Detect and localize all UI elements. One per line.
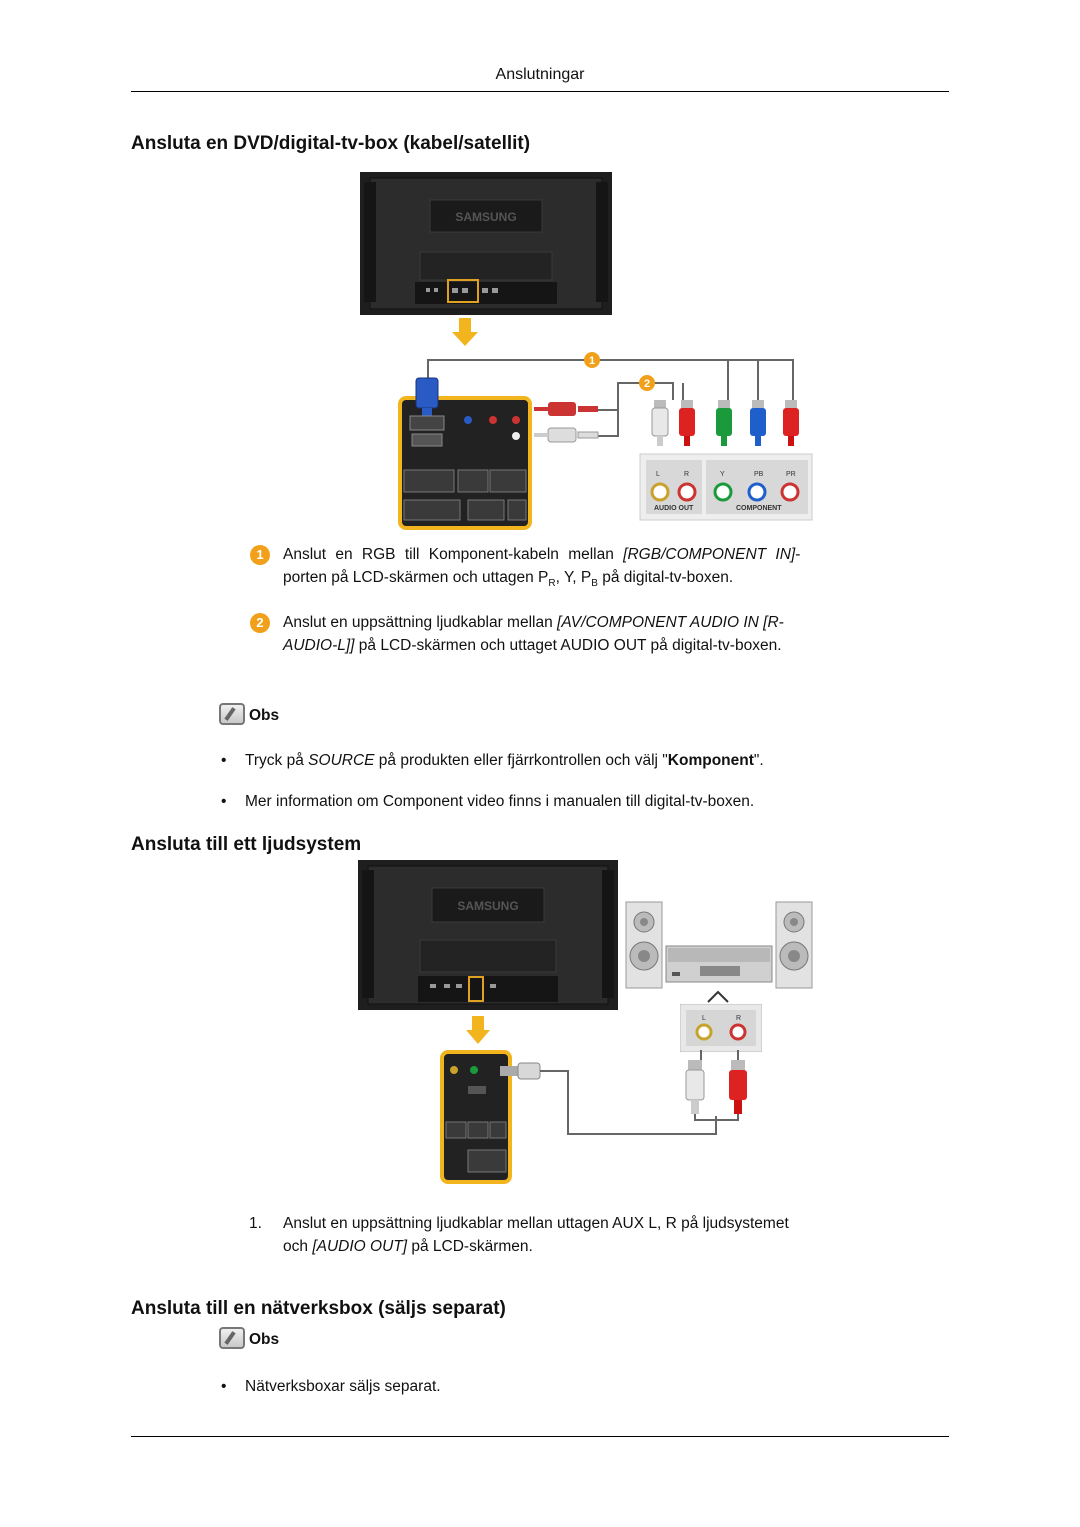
jack-label-r: R	[684, 471, 689, 478]
marker-1: 1	[589, 355, 595, 367]
down-arrow-icon	[452, 318, 478, 346]
jack-label-pb: PB	[754, 471, 764, 478]
aux-jack-panel: L R	[680, 1004, 762, 1052]
down-arrow-icon-2	[466, 1016, 490, 1044]
note-obs-1: Obs	[219, 703, 279, 725]
audio-system-figure	[625, 901, 813, 989]
aux-label-l: L	[702, 1015, 706, 1022]
step-badge-2: 2	[250, 613, 270, 633]
header-rule	[131, 91, 949, 92]
monitor-rear-figure-2: SAMSUNG	[358, 860, 618, 1010]
aux-label-r: R	[736, 1015, 741, 1022]
marker-2: 2	[644, 378, 650, 390]
step-2-text: Anslut en uppsättning ljudkablar mellan …	[283, 614, 784, 654]
jack-label-y: Y	[720, 471, 725, 478]
monitor-brand-2: SAMSUNG	[457, 899, 518, 913]
section-heading-network: Ansluta till en nätverksbox (säljs separ…	[131, 1298, 506, 1319]
note-icon-2	[219, 1327, 245, 1349]
footer-rule	[131, 1436, 949, 1437]
audio-step-text: Anslut en uppsättning ljudkablar mellan …	[283, 1215, 789, 1255]
audio-step-number: 1.	[249, 1215, 262, 1232]
step-1-text: Anslut en RGB till Komponent-kabeln mell…	[283, 546, 801, 590]
section-heading-dvd: Ansluta en DVD/digital-tv-box (kabel/sat…	[131, 133, 531, 154]
note-icon	[219, 703, 245, 725]
audio-connection-diagram	[440, 1050, 747, 1184]
component-connection-diagram: 1 2 L R Y PB PR AUDIO OUT COMPONENT	[398, 352, 813, 530]
section-heading-audio: Ansluta till ett ljudsystem	[131, 834, 362, 855]
page-header-title: Anslutningar	[495, 66, 585, 83]
step-badge-1: 1	[250, 545, 270, 565]
jack-label-l: L	[656, 471, 660, 478]
up-arrow-icon	[707, 990, 729, 1003]
component-label: COMPONENT	[736, 505, 782, 512]
audio-out-label: AUDIO OUT	[654, 505, 694, 512]
note-obs-2: Obs	[219, 1327, 279, 1349]
jack-label-pr: PR	[786, 471, 796, 478]
highlight-box	[447, 279, 479, 303]
monitor-brand: SAMSUNG	[455, 210, 516, 224]
monitor-rear-figure: SAMSUNG	[360, 172, 612, 315]
